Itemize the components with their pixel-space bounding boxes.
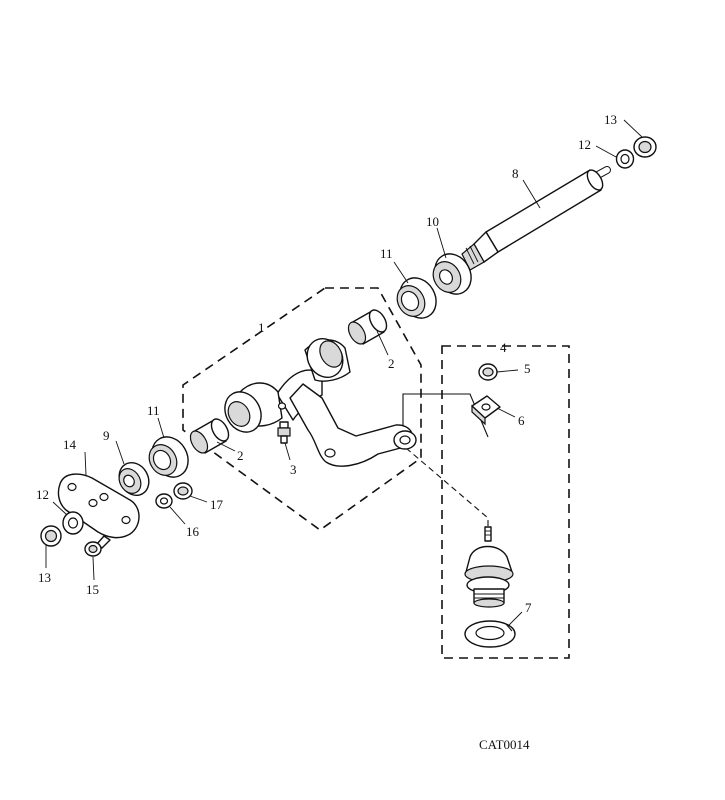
callout-2-top: 2: [388, 356, 395, 371]
callout-6: 6: [518, 413, 525, 428]
callout-7: 7: [525, 600, 532, 615]
part-17-nut: [173, 482, 193, 500]
callout-11-lower: 11: [147, 403, 160, 418]
callout-13-lower: 13: [38, 570, 51, 585]
group-outline-4: [441, 345, 570, 659]
callout-10: 10: [426, 214, 439, 229]
callout-4: 4: [500, 340, 507, 355]
part-6-lock-tab: [471, 395, 501, 426]
part-14-mounting-plate: [57, 473, 140, 539]
callout-16: 16: [186, 524, 200, 539]
part-7-spring-washer: [464, 620, 516, 648]
callout-13-top: 13: [604, 112, 617, 127]
part-12-washer-lower: [62, 511, 84, 535]
catalog-code: CAT0014: [479, 737, 530, 752]
part-3-grease-nipple: [277, 421, 291, 444]
callout-17: 17: [210, 497, 224, 512]
callout-12-lower: 12: [36, 487, 49, 502]
callout-11-top: 11: [380, 246, 393, 261]
part-15-bolt: [84, 535, 111, 557]
part-12-washer-top: [615, 149, 635, 169]
part-9-washer: [118, 461, 150, 497]
part-10-washer: [432, 253, 472, 295]
callout-2-lower: 2: [237, 448, 244, 463]
part-1-wishbone: [224, 338, 417, 467]
part-13-nut-top: [633, 136, 657, 158]
group-outline-1: [182, 287, 422, 531]
part-5-nut: [478, 363, 498, 381]
part-8-pivot-shaft: [461, 166, 611, 271]
leader-lines: [45, 119, 643, 627]
part-2-bush-lower: [189, 418, 230, 454]
connector-line-nut: [402, 393, 489, 440]
part-16-washer: [155, 493, 173, 509]
callout-15: 15: [86, 582, 99, 597]
connector-line-balljoint: [405, 447, 489, 528]
callout-14: 14: [63, 437, 77, 452]
callout-5: 5: [524, 361, 531, 376]
callout-12-top: 12: [578, 137, 591, 152]
callout-labels: 1 2 2 3 4 5 6 7 8 9 10 11 11 12 12 13 13…: [36, 112, 617, 615]
part-11-bushing-ring-top: [396, 277, 437, 319]
callout-8: 8: [512, 166, 519, 181]
part-2-bush-top: [347, 309, 388, 345]
callout-9: 9: [103, 428, 110, 443]
ball-joint: [464, 526, 514, 608]
callout-1: 1: [258, 320, 265, 335]
part-11-bushing-ring-lower: [148, 436, 189, 478]
part-13-nut-lower: [40, 525, 62, 547]
callout-3: 3: [290, 462, 297, 477]
